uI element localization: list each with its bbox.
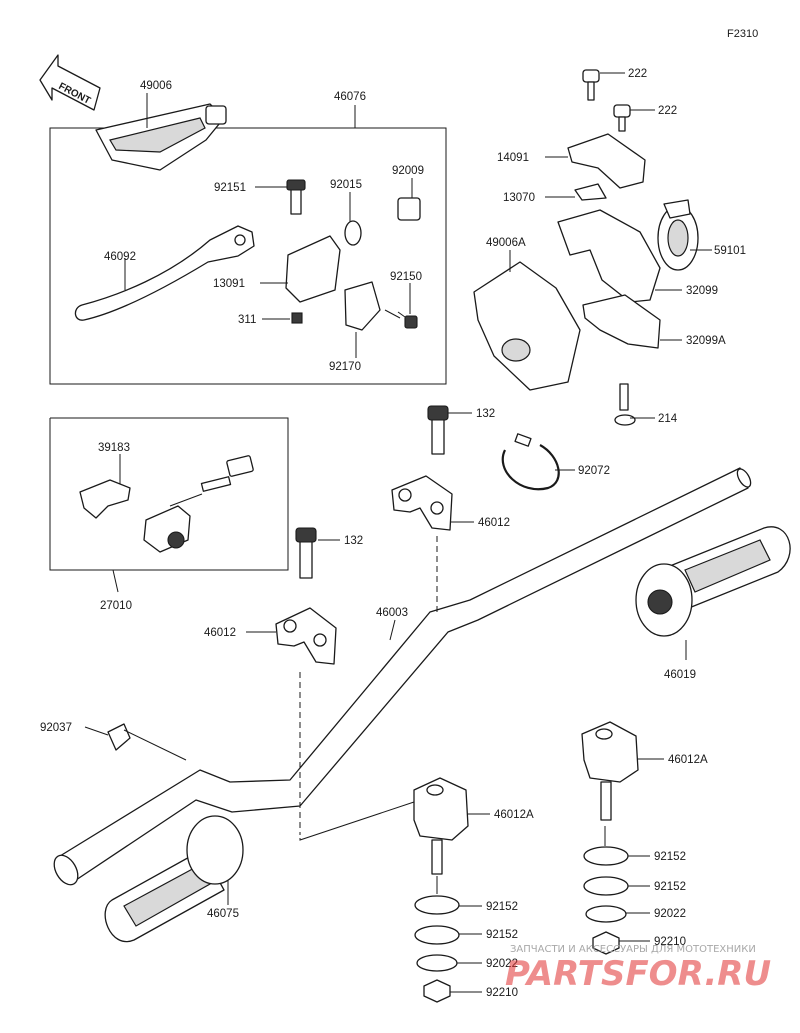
callout-6: 13091 — [213, 278, 245, 290]
callout-5: 46092 — [104, 251, 136, 263]
plug-clip — [107, 723, 187, 761]
front-arrow: FRONT — [39, 54, 101, 111]
lever-group-box — [49, 127, 447, 385]
callout-18: 214 — [658, 413, 678, 425]
lever-perch — [285, 179, 421, 331]
callout-9: 92170 — [329, 361, 361, 373]
callout-10: 222 — [628, 68, 647, 80]
callout-24: 27010 — [100, 600, 132, 612]
hand-guard — [95, 103, 227, 171]
callout-4: 92015 — [330, 179, 362, 191]
callout-23: 132 — [344, 535, 363, 547]
grip-right — [635, 526, 791, 637]
callout-20: 39183 — [98, 442, 130, 454]
callout-28: 92037 — [40, 722, 72, 734]
callout-3: 92151 — [214, 182, 246, 194]
callout-37: 92152 — [654, 881, 686, 893]
leader-lines — [84, 72, 712, 993]
callout-21: 92072 — [578, 465, 610, 477]
callout-30: 46012A — [668, 754, 708, 766]
watermark-caption: ЗАПЧАСТИ И АКСЕССУАРЫ ДЛЯ МОТОТЕХНИКИ — [510, 944, 756, 955]
callout-26: 46003 — [376, 607, 408, 619]
callout-13: 13070 — [503, 192, 535, 204]
callout-8: 311 — [238, 314, 256, 326]
callout-34: 92210 — [486, 987, 518, 999]
callout-33: 92022 — [486, 958, 518, 970]
handlebar-clamp-upper-b — [275, 527, 337, 665]
callout-7: 92150 — [390, 271, 422, 283]
figure-id: F2310 — [727, 28, 758, 40]
cable-tie — [501, 433, 560, 491]
callout-27: 46019 — [664, 669, 696, 681]
watermark: ЗАПЧАСТИ И АКСЕССУАРЫ ДЛЯ МОТОТЕХНИКИ PA… — [505, 944, 771, 994]
callout-31: 92152 — [486, 901, 518, 913]
handlebar — [53, 467, 752, 886]
handlebar-holder-left — [413, 777, 469, 1003]
callout-22: 46012 — [478, 517, 510, 529]
callout-17: 32099A — [686, 335, 726, 347]
callout-39: 92210 — [654, 936, 686, 948]
callout-29: 46012A — [494, 809, 534, 821]
callout-35: 46075 — [207, 908, 239, 920]
watermark-logo: PARTSFOR.RU — [505, 954, 771, 994]
switch-group-box — [49, 417, 289, 571]
handlebar-holder-right — [581, 721, 639, 955]
callout-14: 49006A — [486, 237, 526, 249]
callout-32: 92152 — [486, 929, 518, 941]
callout-labels: 49006 46076 92009 92151 92015 46092 1309… — [40, 68, 746, 999]
kill-switch — [79, 455, 254, 553]
callout-11: 222 — [658, 105, 677, 117]
callout-19: 132 — [476, 408, 495, 420]
callout-38: 92022 — [654, 908, 686, 920]
callout-15: 59101 — [714, 245, 746, 257]
callout-36: 92152 — [654, 851, 686, 863]
callout-0: 49006 — [140, 80, 172, 92]
throttle-housing — [473, 69, 699, 426]
callout-12: 14091 — [497, 152, 529, 164]
handlebar-clamp-upper-a — [391, 405, 453, 531]
lever — [74, 225, 255, 321]
callout-1: 46076 — [334, 91, 366, 103]
grip-left — [104, 815, 244, 943]
callout-25: 46012 — [204, 627, 236, 639]
callout-2: 92009 — [392, 165, 424, 177]
callout-16: 32099 — [686, 285, 718, 297]
